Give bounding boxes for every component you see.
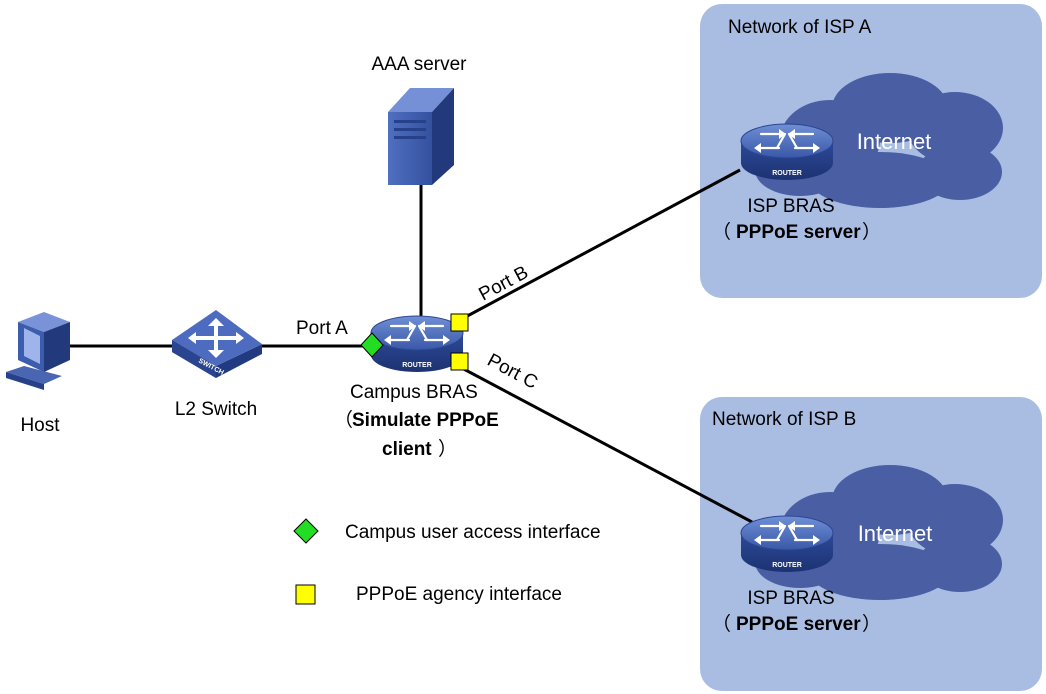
legend-access-label: Campus user access interface xyxy=(345,522,601,543)
port-c-label: Port C xyxy=(484,350,541,394)
port-b-label: Port B xyxy=(475,262,531,305)
isp-a-bras-open-paren: （ xyxy=(712,221,731,243)
isp-a-bras-close-paren: ） xyxy=(862,221,881,243)
router-icon: ROUTER xyxy=(369,314,465,374)
campus-bras-open-paren: （ xyxy=(334,409,353,431)
legend-access-marker xyxy=(293,518,319,544)
legend-agency-label: PPPoE agency interface xyxy=(356,584,562,605)
computer-icon xyxy=(6,312,70,390)
isp-b-bras-open-paren: （ xyxy=(712,613,731,635)
legend-agency-marker xyxy=(295,584,316,605)
router-badge: ROUTER xyxy=(402,362,432,369)
isp-a-bras-role: PPPoE server xyxy=(736,222,861,243)
campus-bras-label: Campus BRAS xyxy=(350,382,478,403)
isp-b-bras-role: PPPoE server xyxy=(736,614,861,635)
router-icon: ROUTER xyxy=(739,122,835,182)
campus-access-marker xyxy=(360,332,384,358)
legend: Campus user access interface PPPoE agenc… xyxy=(293,518,601,605)
pppoe-agency-marker-port-b xyxy=(450,313,469,332)
internet-label-b: Internet xyxy=(858,521,933,546)
isp-b-bras-close-paren: ） xyxy=(862,613,881,635)
router-badge: ROUTER xyxy=(772,562,802,569)
host-label: Host xyxy=(20,415,60,436)
isp-a-bras-label: ISP BRAS xyxy=(747,196,834,217)
campus-bras-close-paren: ） xyxy=(438,438,457,460)
l2-switch-label: L2 Switch xyxy=(175,399,257,420)
server-icon xyxy=(388,88,454,185)
campus-bras-role: Simulate PPPoE xyxy=(352,410,499,431)
port-a-label: Port A xyxy=(296,318,348,339)
pppoe-agency-marker-port-c xyxy=(450,352,469,371)
router-badge: ROUTER xyxy=(772,170,802,177)
campus-bras-role-line2: client xyxy=(382,439,432,460)
internet-label-a: Internet xyxy=(857,129,932,154)
aaa-server-label: AAA server xyxy=(371,54,467,75)
link-port-c xyxy=(457,364,753,524)
links xyxy=(60,168,753,524)
router-icon: ROUTER xyxy=(739,514,835,574)
isp-b-region-title: Network of ISP B xyxy=(712,409,856,430)
link-port-b xyxy=(457,168,741,323)
isp-a-region-title: Network of ISP A xyxy=(728,17,872,38)
switch-icon: SWITCH xyxy=(172,310,262,378)
isp-b-bras-label: ISP BRAS xyxy=(747,588,834,609)
